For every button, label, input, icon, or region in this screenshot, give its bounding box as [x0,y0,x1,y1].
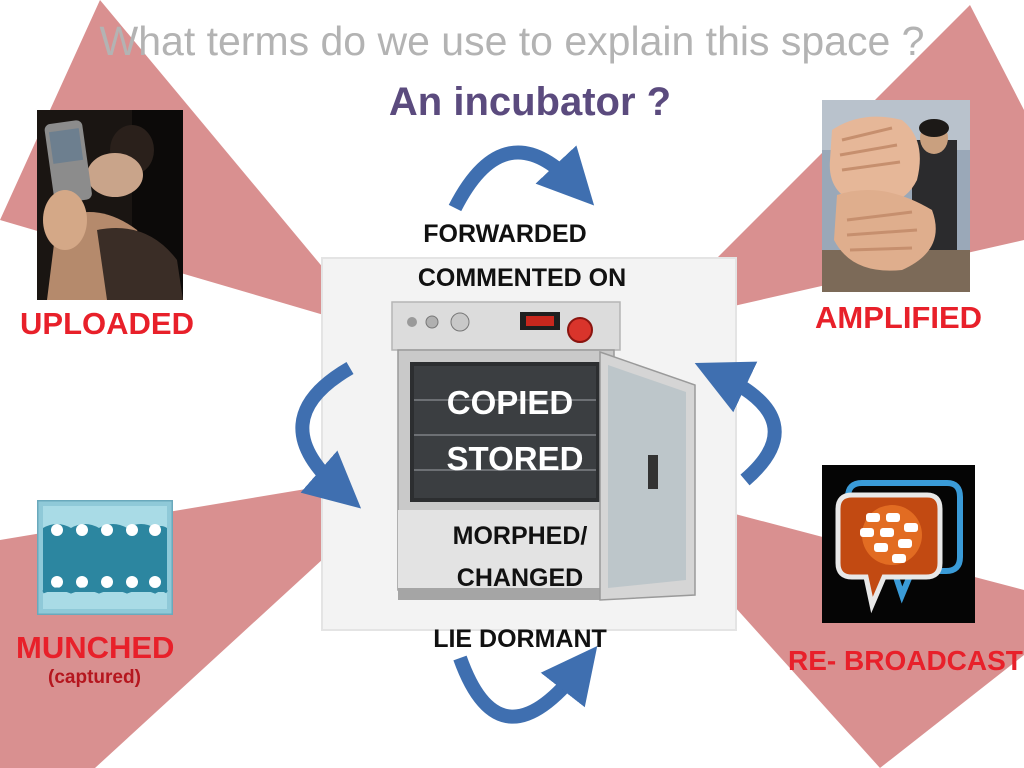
arrow-bottom [453,645,598,724]
page-question: What terms do we use to explain this spa… [99,18,925,64]
label-munched-note: (captured) [48,667,141,688]
term-commented-on: COMMENTED ON [417,264,627,292]
arrow-top [448,145,595,212]
label-rebroadcast: RE- BROADCAST [788,645,1023,676]
term-copied: COPIED [446,384,574,421]
phone-photo-icon [37,110,183,300]
wave-teeth-icon [37,500,173,615]
label-uploaded: UPLOADED [20,306,194,341]
arrow-right [694,361,782,486]
label-munched: MUNCHED [16,630,175,665]
page-subtitle: An incubator ? [388,80,672,124]
term-changed: CHANGED [456,564,584,592]
label-amplified: AMPLIFIED [815,300,983,335]
term-stored: STORED [446,440,584,477]
arrow-left [295,361,362,509]
term-lie-dormant: LIE DORMANT [433,625,607,653]
term-forwarded: FORWARDED [423,220,587,248]
term-morphed: MORPHED/ [452,522,588,550]
giant-hands-photo-icon [822,100,970,292]
blackberry-messenger-icon [822,465,975,623]
